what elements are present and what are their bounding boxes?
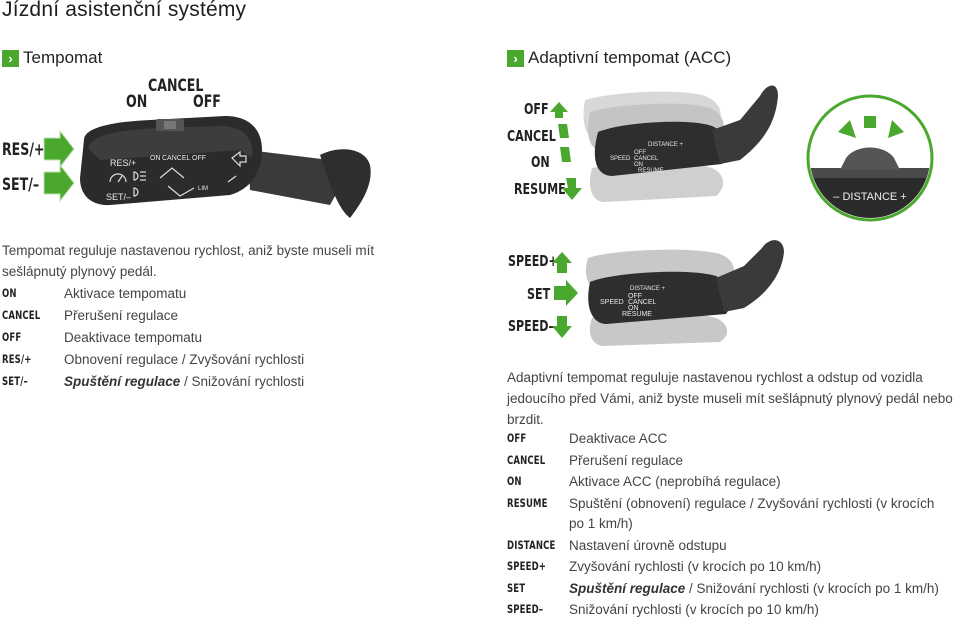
legend-key: CANCEL [2,308,41,322]
legend-desc: Spuštění regulace / Snižování rychlosti [64,371,304,392]
label-cancel: CANCEL [507,127,556,145]
stalk-distance-text: DISTANCE + [630,286,666,292]
acc-legend: OFF Deaktivace ACC CANCEL Přerušení regu… [507,428,959,622]
stalk-cancel-text: CANCEL [628,299,657,306]
arrow-down-icon [43,163,75,203]
legend-key: OFF [507,431,527,445]
arrow-right-icon [554,280,578,306]
detail-distance-text: – DISTANCE + [833,191,906,203]
legend-key: SPEED– [507,602,544,616]
label-off: OFF [193,92,221,112]
page-title: Jízdní asistenční systémy [2,0,247,21]
stalk-cancel-text: CANCEL [162,155,191,162]
stalk-speed-text: SPEED [600,299,624,306]
legend-key: DISTANCE [507,538,556,552]
label-set: SET/– [2,175,40,195]
stalk-distance-text: DISTANCE + [648,142,684,148]
stalk-cancel-text: CANCEL [634,156,659,162]
legend-desc: Spuštění regulace / Snižování rychlosti … [569,578,939,599]
legend-text: / Snižování rychlosti (v krocích po 1 km… [685,581,939,596]
label-on: ON [126,92,148,112]
arrow-down-icon [552,316,572,338]
cruise-heading: › Tempomat [2,48,102,68]
label-off: OFF [524,100,549,118]
legend-key: SET/– [2,374,28,388]
arrow-right-icon [888,120,904,138]
cruise-legend: ON Aktivace tempomatu CANCEL Přerušení r… [2,283,422,403]
stalk-on-text: ON [628,305,639,312]
legend-key: ON [507,474,522,488]
legend-desc: Aktivace ACC (neprobíhá regulace) [569,474,781,489]
stalk-speed-text: SPEED [610,156,631,162]
stalk-set-text: SET/– [106,192,131,202]
acc-heading-text: Adaptivní tempomat (ACC) [528,48,732,67]
arrow-up-icon [550,102,568,118]
label-resume: RESUME [514,180,566,198]
legend-desc: Deaktivace ACC [569,431,668,446]
chevron-right-icon: › [507,49,524,67]
stalk-off-text: OFF [634,150,646,156]
arrow-icon [560,147,571,162]
legend-key: RES/+ [2,352,32,366]
legend-desc: Přerušení regulace [569,453,684,468]
legend-desc: Obnovení regulace / Zvyšování rychlosti [64,352,305,367]
legend-desc: Přerušení regulace [64,308,179,323]
legend-desc: Nastavení úrovně odstupu [569,538,727,553]
legend-key: ON [2,286,17,300]
arrow-up-icon [864,116,876,128]
stalk-resume-text: RESUME [622,311,652,318]
acc-heading: › Adaptivní tempomat (ACC) [507,48,731,68]
legend-key: SPEED+ [507,559,547,573]
legend-key: CANCEL [507,453,546,467]
label-cancel: CANCEL [148,76,204,96]
arrow-icon [558,124,569,138]
label-on: ON [531,153,550,171]
chevron-right-icon: › [2,49,19,67]
wiper-icon [159,167,195,197]
legend-key: SET [507,581,526,595]
legend-desc: Snižování rychlosti (v krocích po 10 km/… [569,602,819,617]
legend-key: OFF [2,330,22,344]
headlight-icon [133,171,146,197]
legend-desc: Deaktivace tempomatu [64,330,203,345]
legend-emphasis: Spuštění regulace [569,581,686,596]
stalk-on-text: ON [150,155,161,162]
stalk-off-text: OFF [628,293,642,300]
label-speed-plus: SPEED+ [508,252,558,270]
label-set: SET [527,285,551,303]
stalk-on-text: ON [634,162,643,168]
arrow-left-icon [838,120,856,138]
speedometer-icon [109,173,127,183]
stalk-lim-text: LIM [198,186,208,192]
stalk-res-text: RES/+ [110,158,136,168]
legend-key: RESUME [507,496,548,510]
legend-desc: Aktivace tempomatu [64,286,187,301]
legend-desc: Zvyšování rychlosti (v krocích po 10 km/… [569,559,822,574]
legend-text: / Snižování rychlosti [180,374,305,389]
label-res: RES/+ [2,140,45,160]
cruise-heading-text: Tempomat [23,48,103,67]
arrow-up-icon [552,252,572,273]
cruise-intro: Tempomat reguluje nastavenou rychlost, a… [2,243,375,279]
legend-desc: po 1 km/h) [569,516,633,531]
turn-signal-icon [227,150,247,183]
stalk-off-text: OFF [192,155,206,162]
label-speed-minus: SPEED– [508,317,555,335]
stalk-resume-text: RESUME [638,168,664,174]
legend-emphasis: Spuštění regulace [64,374,181,389]
arrow-up-icon [43,129,75,169]
legend-desc: Spuštění (obnovení) regulace / Zvyšování… [569,496,935,511]
arrow-down-icon [562,178,582,200]
acc-intro: Adaptivní tempomat reguluje nastavenou r… [507,370,953,427]
